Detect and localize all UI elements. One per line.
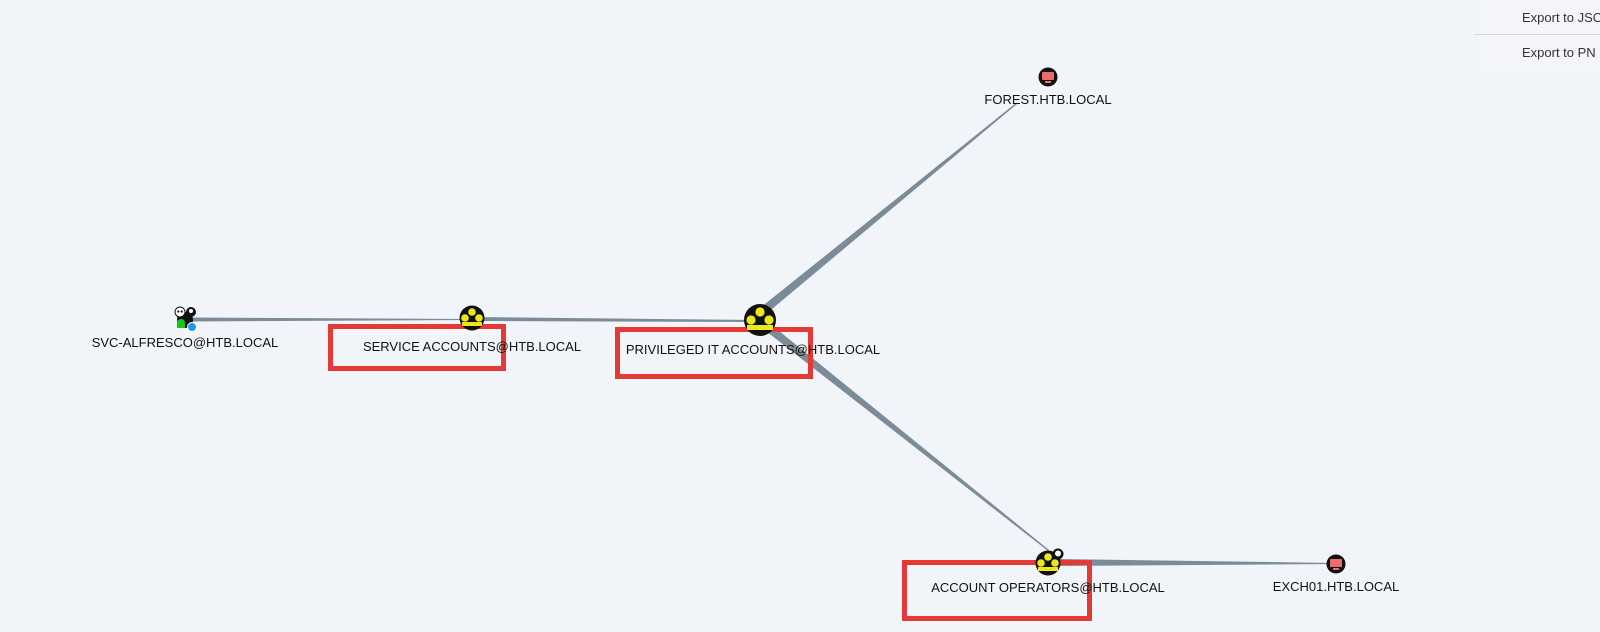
node-exch01[interactable] bbox=[1326, 554, 1346, 574]
node-forest[interactable] bbox=[1038, 67, 1058, 87]
node-labels: SVC-ALFRESCO@HTB.LOCAL SERVICE ACCOUNTS@… bbox=[92, 92, 1400, 595]
computer-icon bbox=[1326, 554, 1346, 574]
node-label-svc-alfresco: SVC-ALFRESCO@HTB.LOCAL bbox=[92, 335, 279, 350]
node-privileged-it-accounts[interactable] bbox=[744, 304, 776, 336]
graph-edges bbox=[190, 103, 1337, 566]
highlight-boxes bbox=[328, 324, 1092, 621]
export-menu-divider bbox=[1474, 34, 1600, 35]
high-value-badge-icon bbox=[187, 322, 197, 332]
group-icon bbox=[459, 305, 485, 331]
edge-privileged-it-accounts-to-forest[interactable] bbox=[760, 103, 1017, 314]
export-menu: Export to JSO Export to PN bbox=[1474, 0, 1600, 72]
node-label-account-operators: ACCOUNT OPERATORS@HTB.LOCAL bbox=[931, 580, 1165, 595]
computer-icon bbox=[1038, 67, 1058, 87]
highlight-box-service-accounts bbox=[328, 324, 506, 371]
node-label-service-accounts: SERVICE ACCOUNTS@HTB.LOCAL bbox=[363, 339, 581, 354]
node-label-forest: FOREST.HTB.LOCAL bbox=[984, 92, 1111, 107]
node-svc-alfresco[interactable] bbox=[174, 306, 197, 332]
owned-skull-icon bbox=[174, 306, 186, 318]
node-label-privileged-it-accounts: PRIVILEGED IT ACCOUNTS@HTB.LOCAL bbox=[626, 342, 880, 357]
export-png-menu-item[interactable]: Export to PN bbox=[1522, 45, 1596, 60]
node-label-exch01: EXCH01.HTB.LOCAL bbox=[1273, 579, 1399, 594]
node-service-accounts[interactable] bbox=[459, 305, 485, 331]
marker-icon bbox=[186, 307, 196, 317]
export-json-menu-item[interactable]: Export to JSO bbox=[1522, 10, 1600, 25]
edge-svc-alfresco-to-service-accounts[interactable] bbox=[190, 317, 468, 322]
edge-privileged-it-accounts-to-account-operators[interactable] bbox=[762, 322, 1049, 551]
edge-account-operators-to-exch01[interactable] bbox=[1058, 559, 1337, 566]
edge-service-accounts-to-privileged-it-accounts[interactable] bbox=[472, 317, 758, 322]
highlight-box-privileged-it-accounts bbox=[615, 327, 813, 379]
highlight-box-account-operators bbox=[902, 560, 1092, 621]
high-value-skull-icon bbox=[1052, 548, 1064, 560]
node-account-operators[interactable] bbox=[1035, 548, 1064, 576]
group-icon bbox=[744, 304, 776, 336]
graph-nodes bbox=[174, 67, 1346, 576]
